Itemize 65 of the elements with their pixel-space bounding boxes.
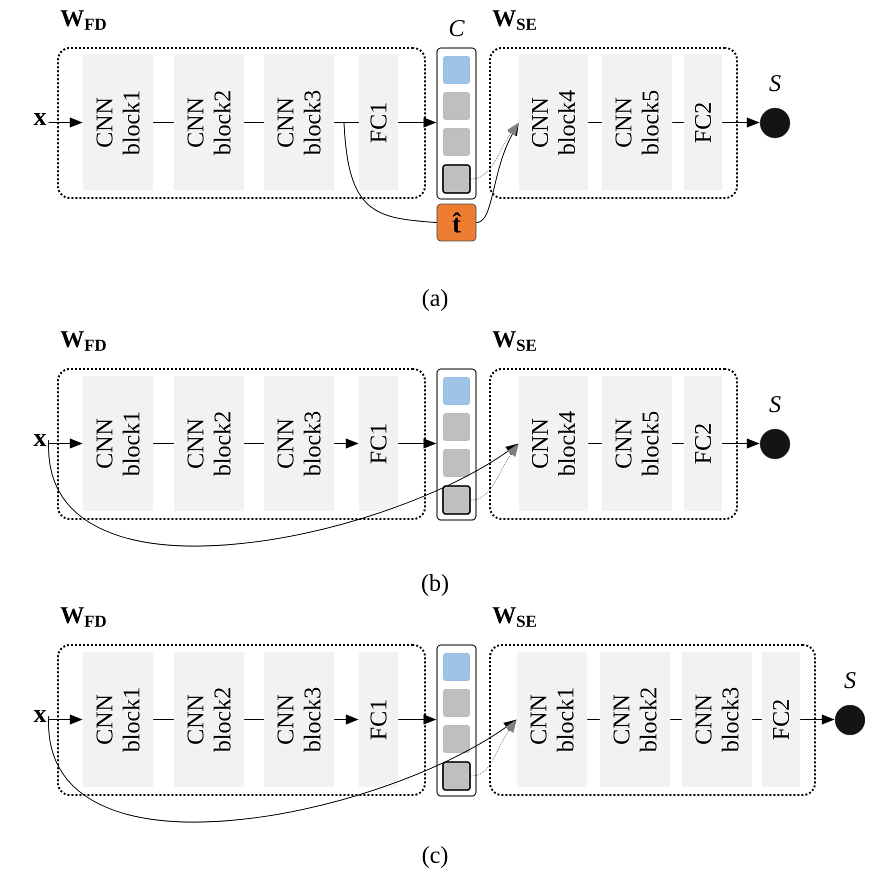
layer-block: CNN block2 xyxy=(174,55,244,190)
vector-cell xyxy=(443,653,470,681)
group-label: W$_{SE}$ xyxy=(492,607,536,627)
layer-block: CNN block3 xyxy=(682,652,752,787)
group-label: W$_{FD}$ xyxy=(60,10,106,30)
connector-line xyxy=(588,443,602,444)
vector-cell xyxy=(443,92,470,120)
connector-line xyxy=(588,122,602,123)
layer-block: FC2 xyxy=(762,652,800,787)
layer-block: CNN block3 xyxy=(264,652,334,787)
connector-line xyxy=(752,719,762,720)
layer-block: FC1 xyxy=(359,652,398,787)
layer-block: CNN block5 xyxy=(602,376,672,511)
vector-cell xyxy=(442,485,471,515)
vector-cell xyxy=(443,377,470,405)
layer-block: CNN block1 xyxy=(517,652,587,787)
connector-line xyxy=(152,122,174,123)
layer-block: CNN block4 xyxy=(519,55,588,190)
panel-caption: (a) xyxy=(422,289,448,311)
threshold-box: t̂ xyxy=(436,204,476,242)
vector-cell xyxy=(443,449,470,477)
output-label: S xyxy=(769,396,781,412)
connector-line xyxy=(152,719,174,720)
layer-block: FC1 xyxy=(359,376,398,511)
group-label: W$_{SE}$ xyxy=(492,10,536,30)
layer-block: CNN block3 xyxy=(264,55,334,190)
output-label: S xyxy=(769,75,781,92)
vector-cell xyxy=(443,56,470,84)
layer-block: FC1 xyxy=(359,55,398,190)
vector-cell xyxy=(443,413,470,441)
vector-cell xyxy=(443,725,470,753)
layer-block: CNN block5 xyxy=(602,55,672,190)
vector-cell xyxy=(443,128,470,156)
vector-label: C xyxy=(450,20,465,36)
connector-line xyxy=(244,443,264,444)
vector-cell xyxy=(442,761,471,791)
variable-label: x xyxy=(34,113,46,125)
layer-block: CNN block2 xyxy=(600,652,670,787)
group-label: W$_{FD}$ xyxy=(60,331,106,351)
group-label: W$_{SE}$ xyxy=(492,331,536,351)
connector-line xyxy=(152,443,174,444)
connector-line xyxy=(244,719,264,720)
panel-caption: (b) xyxy=(422,574,448,596)
vector-cell xyxy=(443,689,470,717)
group-label: W$_{FD}$ xyxy=(60,607,106,627)
connector-line xyxy=(672,122,684,123)
variable-label: x xyxy=(34,710,46,722)
layer-block: CNN block1 xyxy=(83,55,153,190)
layer-block: CNN block2 xyxy=(174,376,244,511)
output-label: S xyxy=(844,672,856,688)
layer-block: CNN block2 xyxy=(174,652,244,787)
layer-block: CNN block3 xyxy=(264,376,334,511)
connector-line xyxy=(244,122,264,123)
panel-caption: (c) xyxy=(422,846,448,868)
connector-line xyxy=(672,443,684,444)
layer-block: FC2 xyxy=(684,55,722,190)
connector-line xyxy=(334,122,438,223)
layer-block: CNN block1 xyxy=(83,652,153,787)
vector-cell xyxy=(442,164,471,194)
connector-line xyxy=(670,719,682,720)
connector-line xyxy=(586,719,600,720)
layer-block: CNN block1 xyxy=(83,376,153,511)
variable-label: x xyxy=(34,434,46,446)
layer-block: FC2 xyxy=(684,376,722,511)
layer-block: CNN block4 xyxy=(519,376,588,511)
